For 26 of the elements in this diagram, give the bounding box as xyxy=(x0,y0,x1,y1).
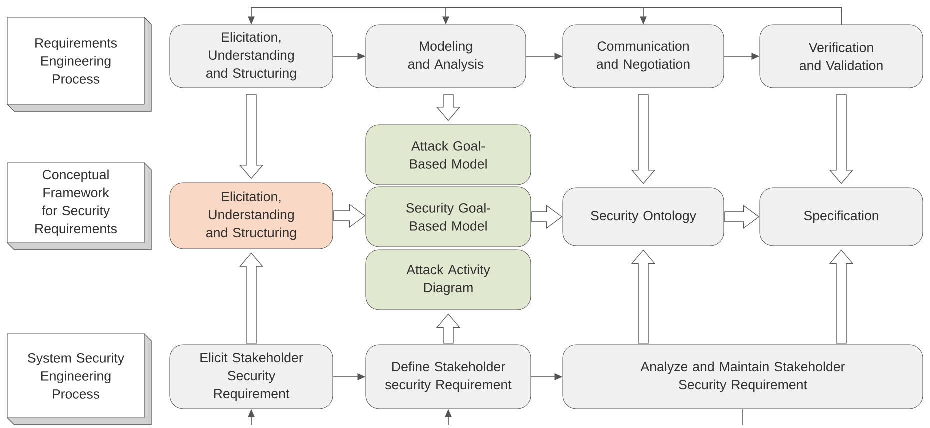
process-box: Define Stakeholder security Requirement xyxy=(366,344,532,410)
block-arrow xyxy=(334,204,366,228)
block-arrow xyxy=(532,205,563,229)
block-arrow xyxy=(631,94,656,184)
block-arrow xyxy=(436,94,461,122)
process-box: Analyze and Maintain Stakeholder Security Requirement xyxy=(562,344,924,410)
process-box: Specification xyxy=(760,188,924,246)
block-arrow xyxy=(724,205,760,229)
block-arrow xyxy=(239,252,264,344)
block-arrow xyxy=(436,314,461,344)
block-arrow xyxy=(829,94,854,184)
process-box: Elicit Stakeholder Security Requirement xyxy=(170,344,334,410)
process-box: Elicitation, Understanding and Structuring xyxy=(170,24,334,88)
model-box: Attack Activity Diagram xyxy=(366,250,532,310)
connector-line xyxy=(742,408,744,426)
model-box: Attack Goal-Based Model xyxy=(366,124,532,186)
model-box: Security Goal-Based Model xyxy=(366,186,532,248)
process-box: Modeling and Analysis xyxy=(366,24,526,88)
block-arrow xyxy=(239,94,264,180)
arrow xyxy=(640,7,842,26)
block-arrow xyxy=(829,250,854,344)
process-box: Elicitation, Understanding and Structuring xyxy=(170,182,334,250)
process-box: Security Ontology xyxy=(562,188,724,246)
process-box: Verification and Validation xyxy=(760,24,924,88)
process-box: Communication and Negotiation xyxy=(562,24,724,88)
block-arrow xyxy=(631,250,656,344)
